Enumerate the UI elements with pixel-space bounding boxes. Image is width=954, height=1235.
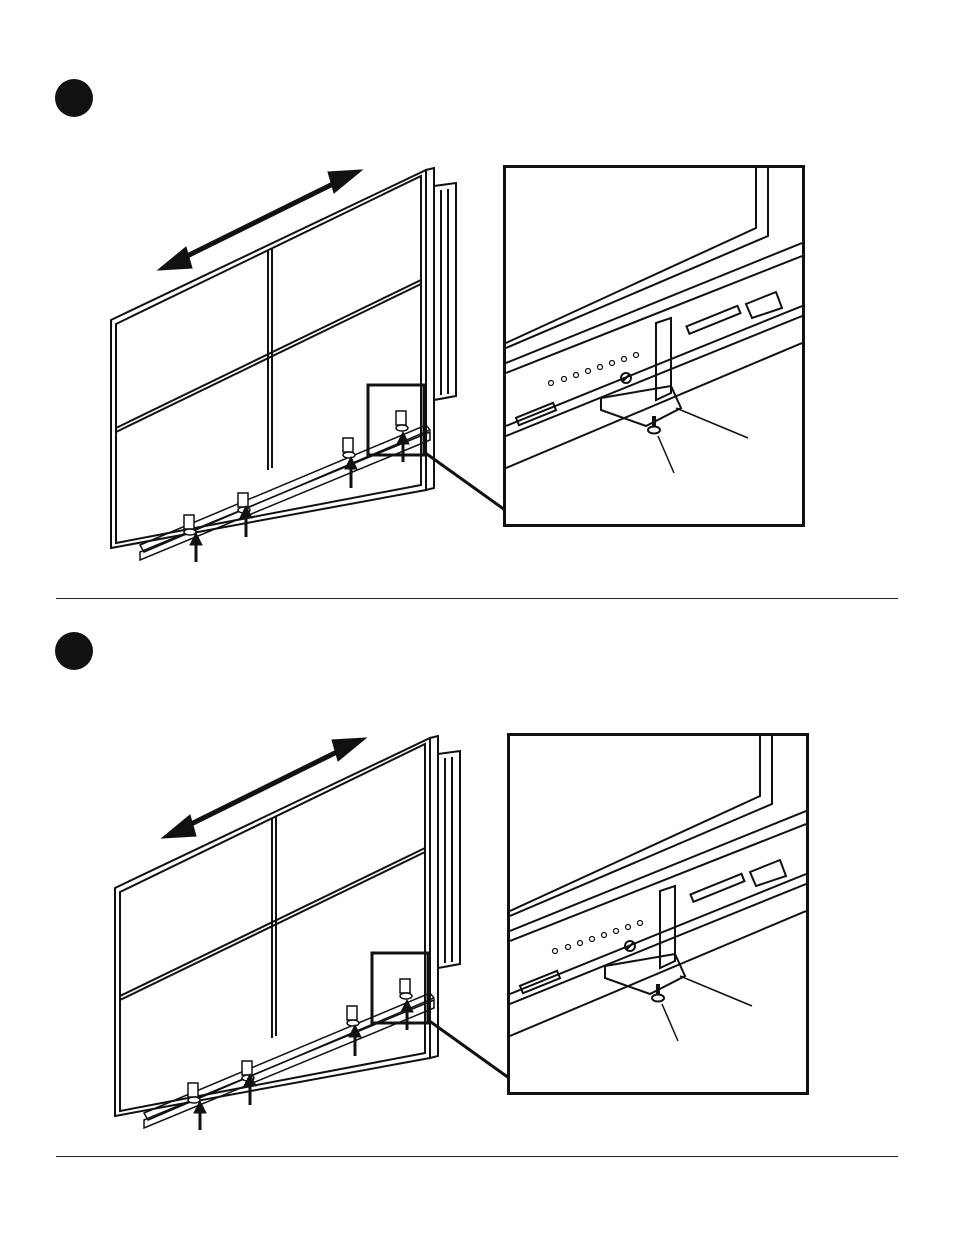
video-wall xyxy=(115,736,460,1116)
up-arrow-icons xyxy=(194,1000,413,1130)
callout-leader xyxy=(428,1020,509,1078)
rail-brackets xyxy=(188,979,412,1103)
detail-illustration-2 xyxy=(510,736,806,1092)
section-divider-2 xyxy=(56,1156,898,1157)
adjustment-holes xyxy=(553,921,643,954)
detail-view-2 xyxy=(507,733,809,1095)
